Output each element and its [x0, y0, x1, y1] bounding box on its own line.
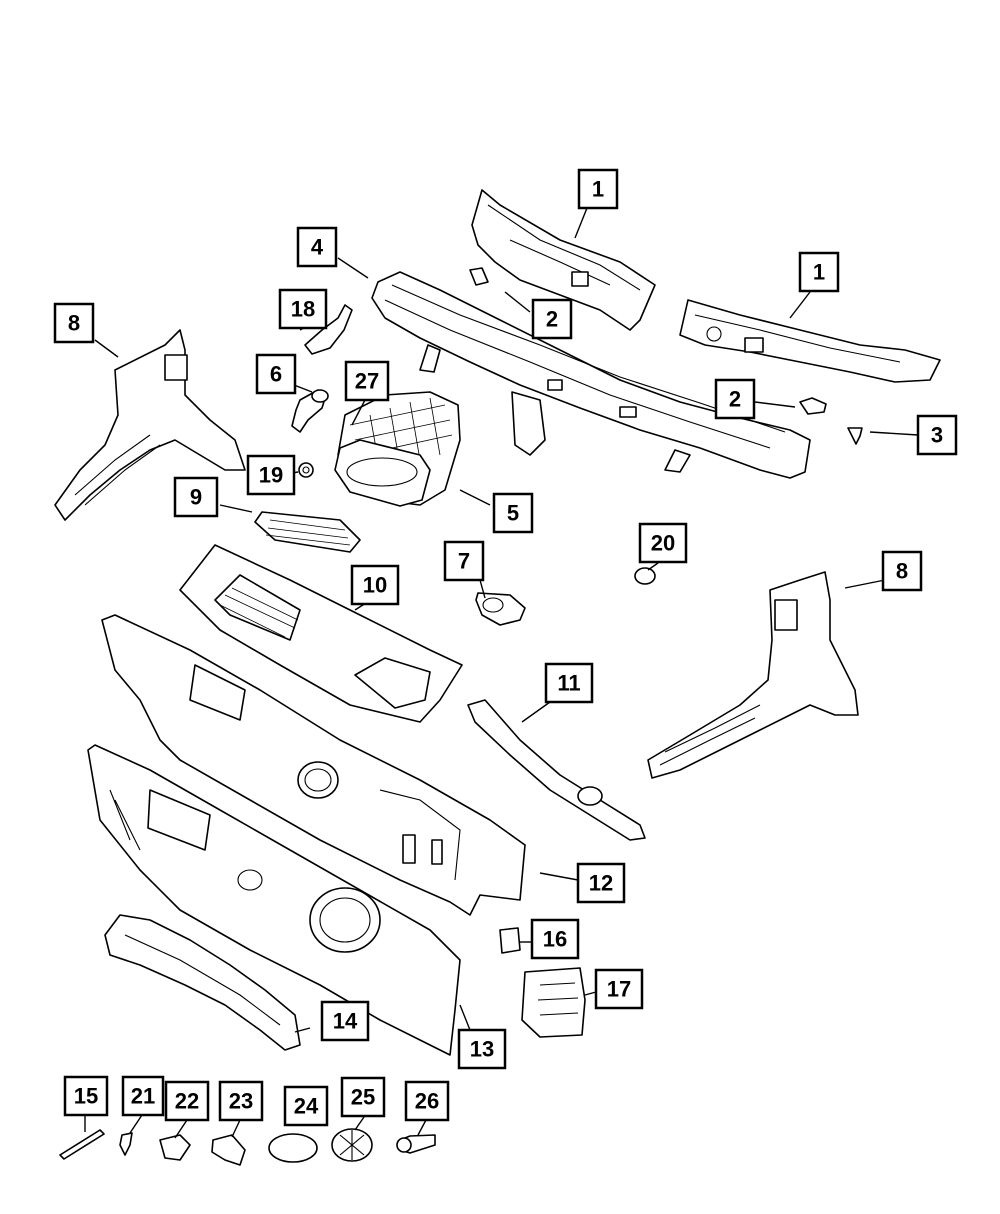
dash-silencer	[87, 744, 461, 1056]
screw-26	[396, 1134, 436, 1154]
callout: 26	[404, 1080, 450, 1122]
bracket-clip-2a	[799, 397, 827, 415]
callout: 8	[53, 302, 95, 344]
hvac-housing	[334, 391, 461, 507]
callout: 12	[576, 862, 626, 904]
callout: 9	[173, 476, 219, 518]
cowl-panel-left	[469, 189, 656, 331]
callout: 10	[350, 564, 400, 606]
svg-text:14: 14	[333, 1009, 358, 1034]
callout: 1	[798, 251, 840, 293]
svg-text:15: 15	[74, 1084, 98, 1109]
callout: 13	[457, 1028, 507, 1070]
duct-elbow-6	[291, 389, 329, 433]
callout: 4	[296, 226, 338, 268]
callout: 6	[255, 353, 297, 395]
callout: 24	[283, 1085, 329, 1127]
svg-text:25: 25	[351, 1085, 375, 1110]
callout: 22	[164, 1080, 210, 1122]
callout: 2	[714, 378, 756, 420]
bracket-7	[475, 592, 526, 626]
svg-text:27: 27	[355, 369, 379, 394]
cabin-filter	[254, 511, 361, 553]
svg-text:12: 12	[589, 871, 613, 896]
pad-17	[521, 967, 586, 1038]
callout: 8	[881, 550, 923, 592]
svg-text:20: 20	[651, 531, 675, 556]
svg-text:16: 16	[543, 927, 567, 952]
svg-text:6: 6	[270, 362, 282, 387]
grommet-25	[331, 1128, 373, 1162]
svg-text:1: 1	[813, 260, 825, 285]
callout: 5	[492, 492, 534, 534]
quarter-panel-right	[647, 571, 859, 779]
callout: 7	[443, 540, 485, 582]
quarter-panel-left	[54, 329, 246, 521]
callout: 11	[544, 662, 594, 704]
callout: 16	[530, 918, 580, 960]
dash-panel	[101, 614, 526, 916]
svg-text:22: 22	[175, 1089, 199, 1114]
callout: 3	[916, 414, 958, 456]
svg-text:1: 1	[592, 177, 604, 202]
callout: 17	[594, 968, 644, 1010]
svg-text:18: 18	[291, 297, 315, 322]
callout: 20	[638, 522, 688, 564]
clip-22	[159, 1134, 191, 1161]
nut-19	[298, 462, 314, 478]
callout: 14	[320, 1000, 370, 1042]
svg-text:10: 10	[363, 573, 387, 598]
svg-text:24: 24	[294, 1094, 319, 1119]
svg-text:21: 21	[131, 1084, 155, 1109]
svg-text:2: 2	[729, 387, 741, 412]
svg-text:26: 26	[415, 1089, 439, 1114]
svg-text:19: 19	[259, 463, 283, 488]
push-pin-3	[847, 427, 863, 445]
push-pin-21	[119, 1132, 133, 1156]
silencer-strip	[104, 914, 301, 1051]
clip-16	[499, 927, 521, 954]
svg-text:17: 17	[607, 977, 631, 1002]
callout: 15	[63, 1075, 109, 1117]
svg-text:13: 13	[470, 1037, 494, 1062]
cross-car-beam	[371, 271, 811, 479]
bracket-18	[304, 304, 353, 355]
svg-text:11: 11	[557, 671, 580, 696]
svg-text:4: 4	[311, 235, 324, 260]
svg-text:3: 3	[931, 423, 943, 448]
svg-text:2: 2	[546, 307, 558, 332]
cowl-top-panel	[179, 544, 463, 723]
callout: 19	[246, 454, 296, 496]
stud-15	[59, 1129, 105, 1160]
callout: 18	[278, 288, 328, 330]
callout: 21	[121, 1075, 165, 1117]
svg-text:7: 7	[458, 549, 470, 574]
svg-text:8: 8	[896, 559, 908, 584]
callout: 27	[344, 360, 390, 402]
callout: 25	[340, 1076, 386, 1118]
grommet-20	[634, 567, 656, 585]
clip-23	[211, 1134, 246, 1166]
svg-text:8: 8	[68, 311, 80, 336]
svg-text:9: 9	[190, 485, 202, 510]
leader-lines	[84, 207, 919, 1139]
plug-24	[268, 1133, 318, 1163]
callout: 2	[531, 298, 573, 340]
svg-text:23: 23	[229, 1089, 253, 1114]
callout: 23	[218, 1080, 264, 1122]
svg-text:5: 5	[507, 501, 519, 526]
hose-11	[467, 699, 646, 841]
callout: 1	[577, 168, 619, 210]
cowl-panel-right	[679, 299, 941, 383]
